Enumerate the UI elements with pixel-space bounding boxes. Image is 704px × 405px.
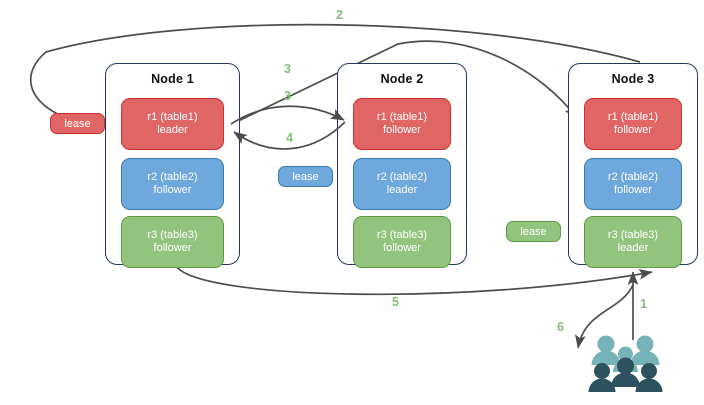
replica-name: r3 (table3): [376, 228, 428, 241]
replica-name: r1 (table1): [607, 110, 659, 123]
replica-r2[interactable]: r2 (table2) follower: [584, 158, 682, 210]
replica-name: r3 (table3): [607, 228, 659, 241]
step-label-2: 2: [336, 8, 343, 22]
lease-chip-green[interactable]: lease: [506, 221, 561, 242]
node-title: Node 2: [380, 72, 424, 86]
replica-name: r2 (table2): [607, 170, 659, 183]
node-card-1[interactable]: Node 1 r1 (table1) leader r2 (table2) fo…: [105, 63, 240, 268]
replica-r3[interactable]: r3 (table3) follower: [121, 216, 224, 268]
replica-role: follower: [614, 124, 652, 136]
node-title: Node 1: [151, 72, 194, 86]
node-card-2[interactable]: Node 2 r1 (table1) follower r2 (table2) …: [337, 63, 467, 268]
replica-r3[interactable]: r3 (table3) leader: [584, 216, 682, 268]
replica-r1[interactable]: r1 (table1) leader: [121, 98, 224, 150]
step-label-1: 1: [640, 297, 647, 311]
replica-r1[interactable]: r1 (table1) follower: [353, 98, 451, 150]
lease-chip-red[interactable]: lease: [50, 113, 105, 134]
replica-role: follower: [383, 242, 421, 254]
replica-role: leader: [157, 124, 188, 136]
step-label-3-lower: 3: [284, 89, 291, 103]
arrow-step-5: [175, 265, 653, 296]
arrow-step-3-upper: [231, 40, 578, 125]
replica-role: follower: [614, 184, 652, 196]
arrow-step-2: [29, 23, 641, 124]
lease-chip-blue[interactable]: lease: [278, 166, 333, 187]
replica-name: r2 (table2): [376, 170, 428, 183]
step-label-4: 4: [286, 131, 293, 145]
replica-role: follower: [153, 242, 192, 254]
replica-name: r2 (table2): [147, 170, 198, 183]
step-label-3-upper: 3: [284, 62, 291, 76]
step-label-5: 5: [392, 295, 399, 309]
replica-r2[interactable]: r2 (table2) follower: [121, 158, 224, 210]
replica-r1[interactable]: r1 (table1) follower: [584, 98, 682, 150]
node-card-3[interactable]: Node 3 r1 (table1) follower r2 (table2) …: [568, 63, 698, 268]
step-label-6: 6: [557, 320, 564, 334]
replica-r2[interactable]: r2 (table2) leader: [353, 158, 451, 210]
replica-name: r1 (table1): [147, 110, 198, 123]
replica-r3[interactable]: r3 (table3) follower: [353, 216, 451, 268]
replica-role: leader: [617, 242, 649, 254]
replica-name: r1 (table1): [376, 110, 428, 123]
replica-role: follower: [383, 124, 421, 136]
replica-role: leader: [386, 184, 418, 196]
node-title: Node 3: [611, 72, 655, 86]
replica-name: r3 (table3): [147, 228, 198, 241]
people-group-icon: [588, 335, 663, 392]
replica-role: follower: [153, 184, 192, 196]
